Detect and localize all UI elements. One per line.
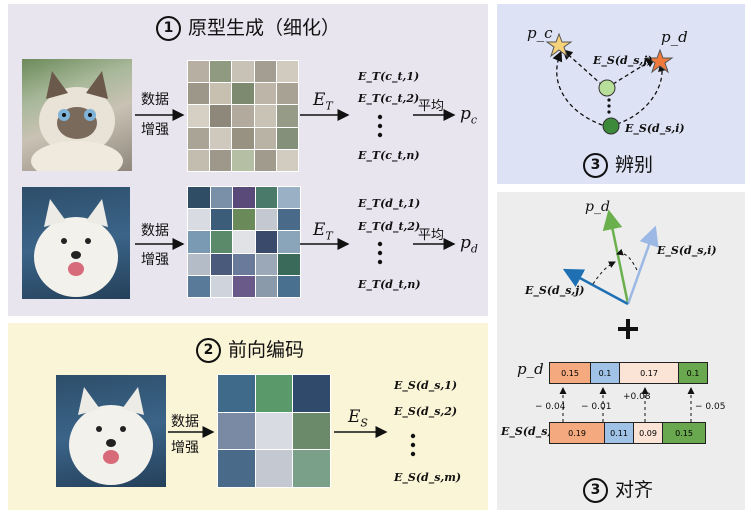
prototype-vector-label: p_d <box>585 199 610 215</box>
prototype-dog-star-icon <box>646 48 674 74</box>
augment-label-bottom: 增强 <box>171 440 199 456</box>
embedding-i-node <box>602 117 620 135</box>
augment-label-top: 数据 <box>141 223 169 239</box>
dog-augmented-grid <box>217 374 331 488</box>
embedding-i-label: E_S(d_s,i) <box>625 122 685 135</box>
dog-illustration <box>69 387 153 485</box>
dog-augmented-grid <box>187 186 301 298</box>
embedding-i-vector-label: E_S(d_s,i) <box>657 244 717 257</box>
es-cell-3: 0.09 <box>633 422 663 444</box>
student-embedding-2: E_S(d_s,2) <box>394 405 458 418</box>
step-number-badge: 3 <box>583 478 608 503</box>
cat-photo <box>22 59 132 171</box>
student-embedding-m: E_S(d_s,m) <box>394 471 462 484</box>
embedding-row-label: E_S(d_s,i) <box>501 425 561 438</box>
cat-illustration <box>31 71 123 171</box>
delta-4: − 0.05 <box>695 402 726 412</box>
delta-3: +0.08 <box>623 392 651 402</box>
student-embedding-1: E_S(d_s,1) <box>394 379 458 392</box>
embedding-i-vector <box>626 225 659 305</box>
step-number-badge: 1 <box>156 16 181 41</box>
dog-embedding-n: E_T(d_t,n) <box>358 278 421 291</box>
es-cell-1: 0.19 <box>549 422 605 444</box>
encoder-et-label: ET <box>313 90 333 113</box>
step-number-badge: 3 <box>583 153 608 178</box>
dog-embedding-1: E_T(d_t,1) <box>358 197 421 210</box>
dog-photo <box>22 187 130 299</box>
prototype-cat: pc <box>460 104 478 127</box>
augment-label-top: 数据 <box>171 414 199 430</box>
pd-cell-4: 0.1 <box>678 362 708 384</box>
alignment-panel: p_d E_S(d_s,i) E_S(d_s,j) p_d 0.15 0.1 0… <box>497 192 745 510</box>
augment-label-top: 数据 <box>141 92 169 108</box>
encoder-es-label: ES <box>348 407 368 430</box>
dog-photo <box>56 375 166 487</box>
cat-augmented-grid <box>187 60 299 172</box>
prototype-vector <box>602 209 630 305</box>
alignment-diagram <box>559 209 695 422</box>
prototype-cat-label: p_c <box>527 24 553 42</box>
es-cell-4: 0.15 <box>662 422 706 444</box>
delta-1: − 0.04 <box>535 402 566 412</box>
cat-embedding-1: E_T(c_t,1) <box>358 70 420 83</box>
delta-2: − 0.01 <box>581 402 612 412</box>
dog-embedding-2: E_T(d_t,2) <box>358 220 421 233</box>
encoder-et-label: ET <box>313 220 333 243</box>
cat-embedding-n: E_T(c_t,n) <box>358 149 420 162</box>
prototype-dog-label: p_d <box>661 28 688 46</box>
average-label: 平均 <box>418 99 445 114</box>
discrimination-diagram <box>545 32 674 135</box>
es-cell-2: 0.11 <box>604 422 634 444</box>
panel1-arrows <box>135 109 456 265</box>
embedding-j-node <box>598 79 616 97</box>
embedding-j-vector-label: E_S(d_s,j) <box>525 284 585 297</box>
pd-cell-3: 0.17 <box>619 362 679 384</box>
average-label: 平均 <box>418 228 445 243</box>
cat-embedding-2: E_T(c_t,2) <box>358 92 420 105</box>
augment-label-bottom: 增强 <box>141 122 169 138</box>
pd-cell-2: 0.1 <box>590 362 620 384</box>
step-number-badge: 2 <box>196 338 221 363</box>
embedding-j-label: E_S(d_s,j) <box>593 54 653 67</box>
embedding-j-vector <box>562 268 629 306</box>
prototype-dog: pd <box>460 233 478 256</box>
pd-cell-1: 0.15 <box>549 362 591 384</box>
prototype-row-label: p_d <box>517 360 544 378</box>
augment-label-bottom: 增强 <box>141 252 169 268</box>
panel2-arrows <box>168 426 416 457</box>
dog-illustration <box>34 199 118 297</box>
prototype-cat-star-icon <box>545 32 573 58</box>
